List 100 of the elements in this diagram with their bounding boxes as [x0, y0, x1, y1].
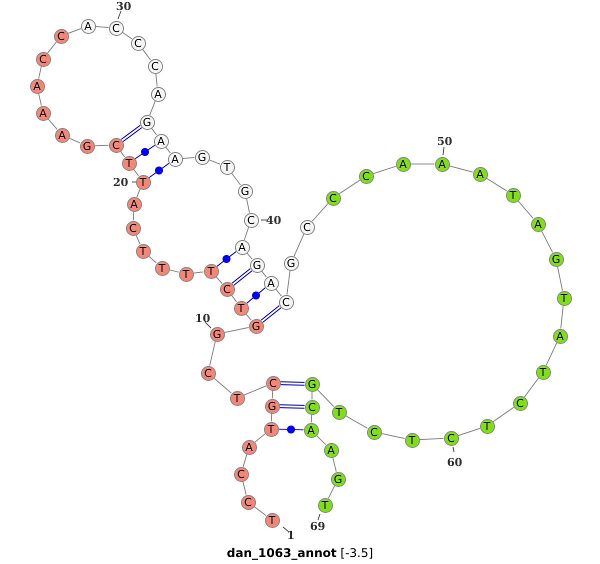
position-number: 60 [447, 456, 462, 469]
backbone-line [132, 168, 140, 176]
nucleotide-circle: G [304, 376, 320, 392]
base-pair-line [278, 404, 306, 409]
backbone-line [136, 234, 140, 245]
backbone-line [208, 159, 221, 165]
nucleotide-circle: C [300, 220, 314, 234]
nucleotide-circle: G [548, 252, 564, 266]
caption: dan_1063_annot [-3.5] [226, 546, 374, 560]
nucleotide-circle: A [324, 442, 338, 458]
backbone-line [332, 456, 337, 472]
backbone-line [150, 128, 158, 136]
backbone-line [261, 270, 267, 278]
base-pair-line [120, 124, 142, 142]
nucleotide-circle: C [130, 36, 146, 50]
nucleotide-circle: A [80, 18, 96, 34]
backbone-line [244, 226, 250, 240]
nucleotide-circle: A [396, 156, 410, 172]
backbone-line [68, 28, 82, 34]
backbone-line [68, 138, 81, 144]
base-pair-line [280, 381, 306, 386]
backbone-line [310, 414, 312, 423]
nucleotide-circle: T [136, 174, 150, 190]
backbone-line [275, 288, 282, 297]
backbone-line [122, 32, 132, 40]
nucleotide-circle: C [234, 466, 248, 482]
position-number: 50 [437, 135, 452, 148]
backbone-line [231, 172, 241, 186]
backbone-line [254, 433, 266, 443]
backbone-line [345, 415, 368, 429]
nucleotide-circle: A [264, 276, 278, 290]
nucleotide-circle: T [318, 498, 332, 512]
nucleotide-circle: T [220, 160, 234, 174]
backbone-line [155, 72, 158, 88]
base-pair-line [134, 144, 156, 160]
base-pair-line [148, 162, 170, 178]
nucleotide-circle: C [326, 190, 340, 206]
backbone-line [270, 413, 272, 422]
nucleotide-circle: T [178, 266, 194, 282]
backbone-line [492, 406, 514, 422]
nucleotide-circle: C [148, 58, 162, 74]
nucleotide-circle: C [200, 366, 216, 380]
nucleotide-circle: G [210, 326, 224, 342]
nucleotide-circle: G [80, 138, 94, 154]
base-pair-line [231, 268, 253, 286]
backbone-line [38, 92, 42, 106]
nucleotide-circle: C [244, 212, 258, 228]
backbone-line [132, 211, 134, 221]
position-number: 69 [310, 520, 326, 533]
backbone-line [458, 428, 480, 436]
backbone-line [47, 41, 57, 54]
backbone-line [209, 340, 216, 366]
backbone-line [517, 200, 534, 219]
backbone-line [148, 256, 157, 264]
nucleotide-circle: C [54, 28, 68, 44]
backbone-line [246, 198, 250, 214]
backbone-line [165, 146, 171, 154]
nucleotide-circle: A [150, 86, 166, 102]
nucleotide-circle: T [506, 188, 520, 202]
nucleotide-circle: C [444, 430, 458, 446]
nucleotide-circle: C [126, 220, 140, 236]
base-pair-line [260, 305, 282, 323]
nucleotide-circle: C [266, 376, 280, 390]
backbone-line [245, 313, 252, 321]
backbone-line [246, 252, 253, 260]
backbone-line [328, 485, 336, 499]
nucleotide-circle: C [36, 52, 50, 66]
backbone-line [316, 434, 326, 446]
backbone-line [540, 230, 554, 253]
backbone-line [448, 165, 474, 173]
nucleotide-circle: T [230, 390, 244, 406]
nucleotide-circle: A [36, 106, 50, 120]
nucleotide-circle: A [30, 78, 44, 94]
backbone-line [557, 266, 563, 292]
backbone-line [372, 166, 396, 174]
nucleotide-circle: C [304, 400, 320, 414]
nucleotide-circle: G [284, 256, 298, 270]
nucleotide-circle: C [240, 494, 256, 510]
nucleotide-circle: G [248, 318, 264, 334]
backbone-line [224, 327, 250, 333]
nucleotide-circle: C [220, 282, 234, 296]
nucleotide-circle: A [530, 216, 546, 232]
backbone-line [486, 178, 508, 192]
nucleotide-circle: C [278, 294, 294, 310]
backbone-line [94, 26, 110, 28]
position-number: 40 [266, 214, 282, 227]
backbone-line [380, 433, 406, 439]
backbone-line [142, 48, 152, 60]
backbone-line [215, 276, 223, 284]
backbone-line [316, 388, 334, 408]
nucleotide-circle: T [264, 422, 278, 436]
nucleotide-circle: A [168, 152, 182, 166]
nucleotide-circle: A [126, 196, 142, 212]
position-number: 30 [116, 0, 132, 13]
backbone-line [149, 100, 156, 116]
nucleotide-circle: T [234, 300, 248, 316]
nucleotide-circle: A [154, 134, 168, 148]
backbone-line [182, 157, 196, 159]
backbone-line [168, 269, 180, 273]
nucleotide-circle: T [404, 432, 420, 448]
